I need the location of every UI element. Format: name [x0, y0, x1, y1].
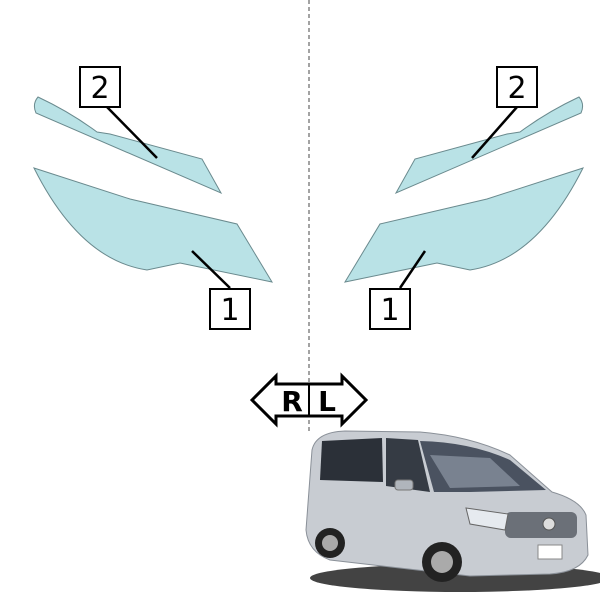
right-label-box-2: [496, 66, 538, 108]
left-label-box-1: [209, 288, 251, 330]
left-side: 2 1: [33, 66, 274, 330]
left-film-piece-1: [33, 167, 274, 283]
right-side-label: R: [281, 385, 303, 418]
left-leader-1: [191, 250, 231, 289]
right-label-2: 2: [507, 71, 526, 106]
left-label-1: 1: [220, 293, 239, 328]
left-film-piece-2: [33, 96, 223, 195]
right-film-piece-1: [343, 167, 584, 283]
van-image: [305, 430, 600, 592]
direction-arrow: R L: [249, 372, 369, 428]
left-leader-2: [106, 106, 158, 159]
left-label-2: 2: [90, 71, 109, 106]
right-label-1: 1: [380, 293, 399, 328]
right-film-piece-2: [394, 96, 584, 195]
right-label-box-1: [369, 288, 411, 330]
right-side: [343, 66, 584, 330]
left-label-box-2: [79, 66, 121, 108]
right-leader-1: [398, 250, 427, 289]
left-side-label: L: [318, 385, 336, 418]
right-leader-2: [471, 106, 518, 159]
